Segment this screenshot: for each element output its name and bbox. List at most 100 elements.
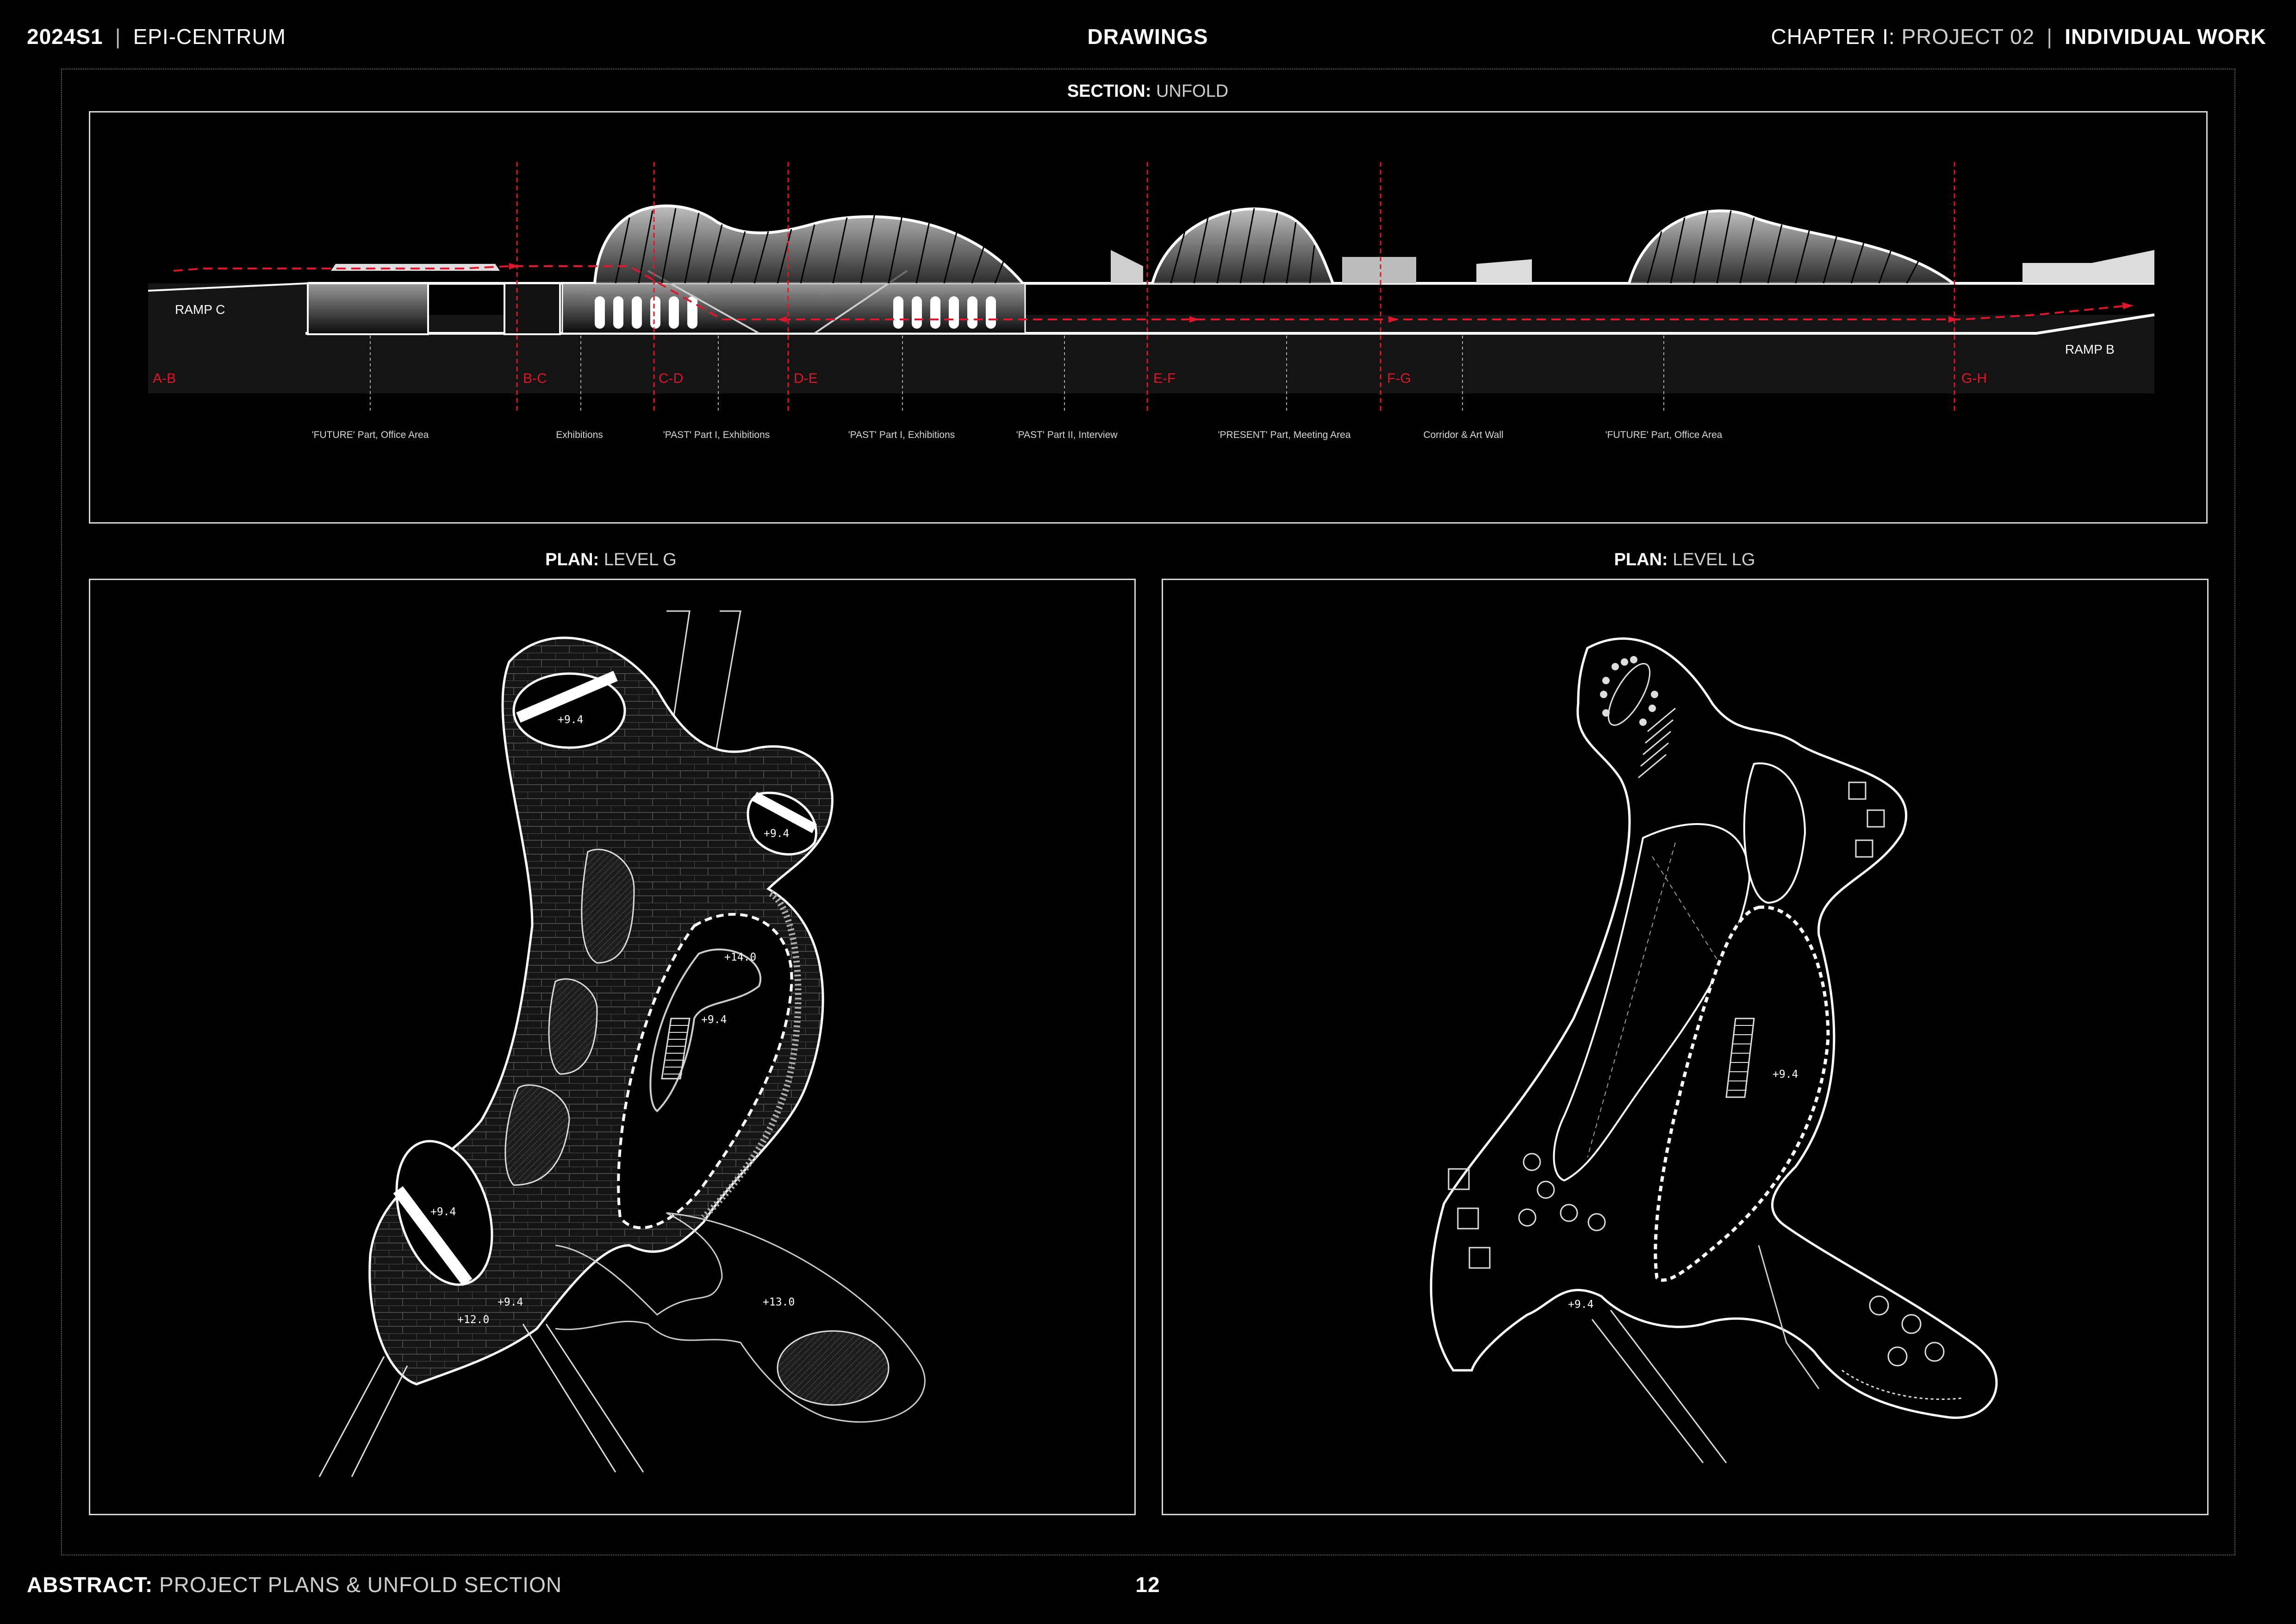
cut-mark-ab: A-B: [153, 371, 176, 386]
unfold-section: RAMP C RAMP B A-B B-C C-D D-E E-F F-G G-…: [148, 162, 2155, 440]
cut-mark-fg: F-G: [1387, 371, 1411, 386]
route-arrows: [509, 263, 2134, 323]
block-1: [581, 849, 635, 964]
ramp-c-mass: [148, 283, 308, 338]
zone-label: Corridor & Art Wall: [1423, 430, 1503, 440]
plan-lg-panel: [1162, 579, 2209, 1515]
stair-g: [661, 1018, 691, 1080]
work-type: INDIVIDUAL WORK: [2065, 25, 2266, 49]
zone-leaders: [370, 336, 1664, 412]
block-3: [504, 1084, 570, 1186]
canopy-5: [2022, 250, 2154, 283]
page-number: 12: [1135, 1573, 1160, 1597]
cut-mark-ef: E-F: [1153, 371, 1176, 386]
elevation-tag: +9.4: [1568, 1299, 1593, 1311]
elevation-tag: +13.0: [763, 1296, 795, 1308]
meeting-table-north: [1607, 663, 1651, 726]
lg-void-diagonals: [1587, 842, 1731, 1158]
plan-g-title-light: LEVEL G: [604, 550, 677, 569]
page-heading: DRAWINGS: [1087, 25, 1208, 49]
cut-mark-cd: C-D: [659, 371, 683, 386]
canopy-2: [1111, 250, 1143, 283]
lg-ramp-edge: [1758, 1245, 1820, 1389]
chapter-label: CHAPTER I:: [1771, 25, 1895, 49]
section-panel: [89, 111, 2208, 524]
void-3-bar: [393, 1186, 473, 1286]
project-name: EPI-CENTRUM: [133, 25, 286, 49]
plan-g-title: PLAN: LEVEL G: [545, 550, 677, 570]
zone-label: 'PAST' Part I, Exhibitions: [663, 430, 770, 440]
office-room-left: [307, 282, 429, 335]
stair-lg-treads: [1728, 1025, 1753, 1091]
chairs-north: [1600, 656, 1658, 726]
elevation-tag: +9.4: [1773, 1068, 1798, 1081]
plan-lg-title-light: LEVEL LG: [1673, 550, 1755, 569]
elevation-tag: +9.4: [764, 828, 789, 840]
ramp-c-label: RAMP C: [175, 302, 225, 317]
bridge-left: [318, 1356, 408, 1477]
exhibition-room: [504, 282, 561, 335]
vault-past-outline: [593, 204, 1024, 284]
zone-label: 'PAST' Part II, Interview: [1016, 430, 1118, 440]
sheet-frame: [61, 69, 2235, 1555]
tables-west: [1448, 1153, 1606, 1269]
abstract-text: PROJECT PLANS & UNFOLD SECTION: [159, 1573, 562, 1597]
circulation-route: [173, 265, 2129, 320]
vault-present-ribs: [1170, 208, 1315, 284]
stair-lg: [1725, 1018, 1755, 1098]
elevation-tag: +9.4: [701, 1014, 727, 1026]
zone-label: 'PRESENT' Part, Meeting Area: [1218, 430, 1351, 440]
bridge-right: [522, 1324, 644, 1473]
desks-north: [1638, 707, 1676, 779]
footer-abstract: ABSTRACT: PROJECT PLANS & UNFOLD SECTION: [27, 1572, 562, 1597]
void-1: [512, 672, 626, 749]
lg-atrium-ring: [1654, 906, 1830, 1282]
plan-g-title-bold: PLAN:: [545, 550, 599, 569]
tables-south: [1842, 1295, 1963, 1400]
lg-bridge: [1591, 1310, 1727, 1463]
elevation-tag: +12.0: [457, 1314, 489, 1326]
ground-mass: [148, 315, 2154, 394]
header-left: 2024S1 | EPI-CENTRUM: [27, 24, 286, 49]
block-2: [548, 978, 598, 1075]
header-divider: |: [115, 25, 121, 49]
zone-label: 'FUTURE' Part, Office Area: [1605, 430, 1723, 440]
void-2-bar: [752, 792, 817, 833]
elevation-tag: +9.4: [558, 714, 583, 726]
header-divider-2: |: [2047, 25, 2053, 49]
vault-past-ribs: [615, 208, 1005, 284]
ramp-c-slope: [148, 282, 308, 292]
section-title-light: UNFOLD: [1156, 81, 1229, 101]
section-cut-lines: [516, 162, 1955, 412]
zone-label: 'FUTURE' Part, Office Area: [312, 430, 429, 440]
plan-level-lg: +9.4 +9.4: [1430, 637, 1998, 1463]
elevation-tag: +9.4: [430, 1206, 456, 1218]
plan-lg-title: PLAN: LEVEL LG: [1614, 550, 1755, 570]
plan-lg-title-bold: PLAN:: [1614, 550, 1668, 569]
ramp-outline: [555, 1212, 926, 1423]
section-title: SECTION: UNFOLD: [1067, 81, 1228, 101]
zone-label: Exhibitions: [556, 430, 603, 440]
tables-east: [1848, 781, 1885, 858]
cut-mark-gh: G-H: [1961, 371, 1987, 386]
header-right: CHAPTER I: PROJECT 02 | INDIVIDUAL WORK: [1771, 24, 2267, 49]
lg-void-north: [1743, 762, 1806, 904]
pool-shape: [777, 1330, 890, 1406]
stair-g-treads: [664, 1025, 689, 1074]
cut-mark-de: D-E: [794, 371, 818, 386]
gallery-arches: [595, 296, 996, 329]
canopy-4: [1476, 259, 1532, 283]
plan-level-g: +9.4 +9.4 +14.0 +9.4 +9.4 +9.4 +12.0 +13…: [318, 610, 926, 1477]
elevation-tag: +9.4: [498, 1296, 523, 1308]
abstract-label: ABSTRACT:: [27, 1573, 153, 1597]
elevation-tag: +14.0: [724, 951, 756, 963]
chapter-project: PROJECT 02: [1901, 25, 2035, 49]
zone-label: 'PAST' Part I, Exhibitions: [848, 430, 955, 440]
plan-g-panel: [89, 579, 1136, 1515]
ramp-b-label: RAMP B: [2065, 342, 2115, 356]
vault-future-ribs: [1647, 210, 1922, 284]
vault-present-outline: [1151, 207, 1334, 284]
canopy-3: [1342, 257, 1416, 283]
course-code: 2024S1: [27, 25, 103, 49]
